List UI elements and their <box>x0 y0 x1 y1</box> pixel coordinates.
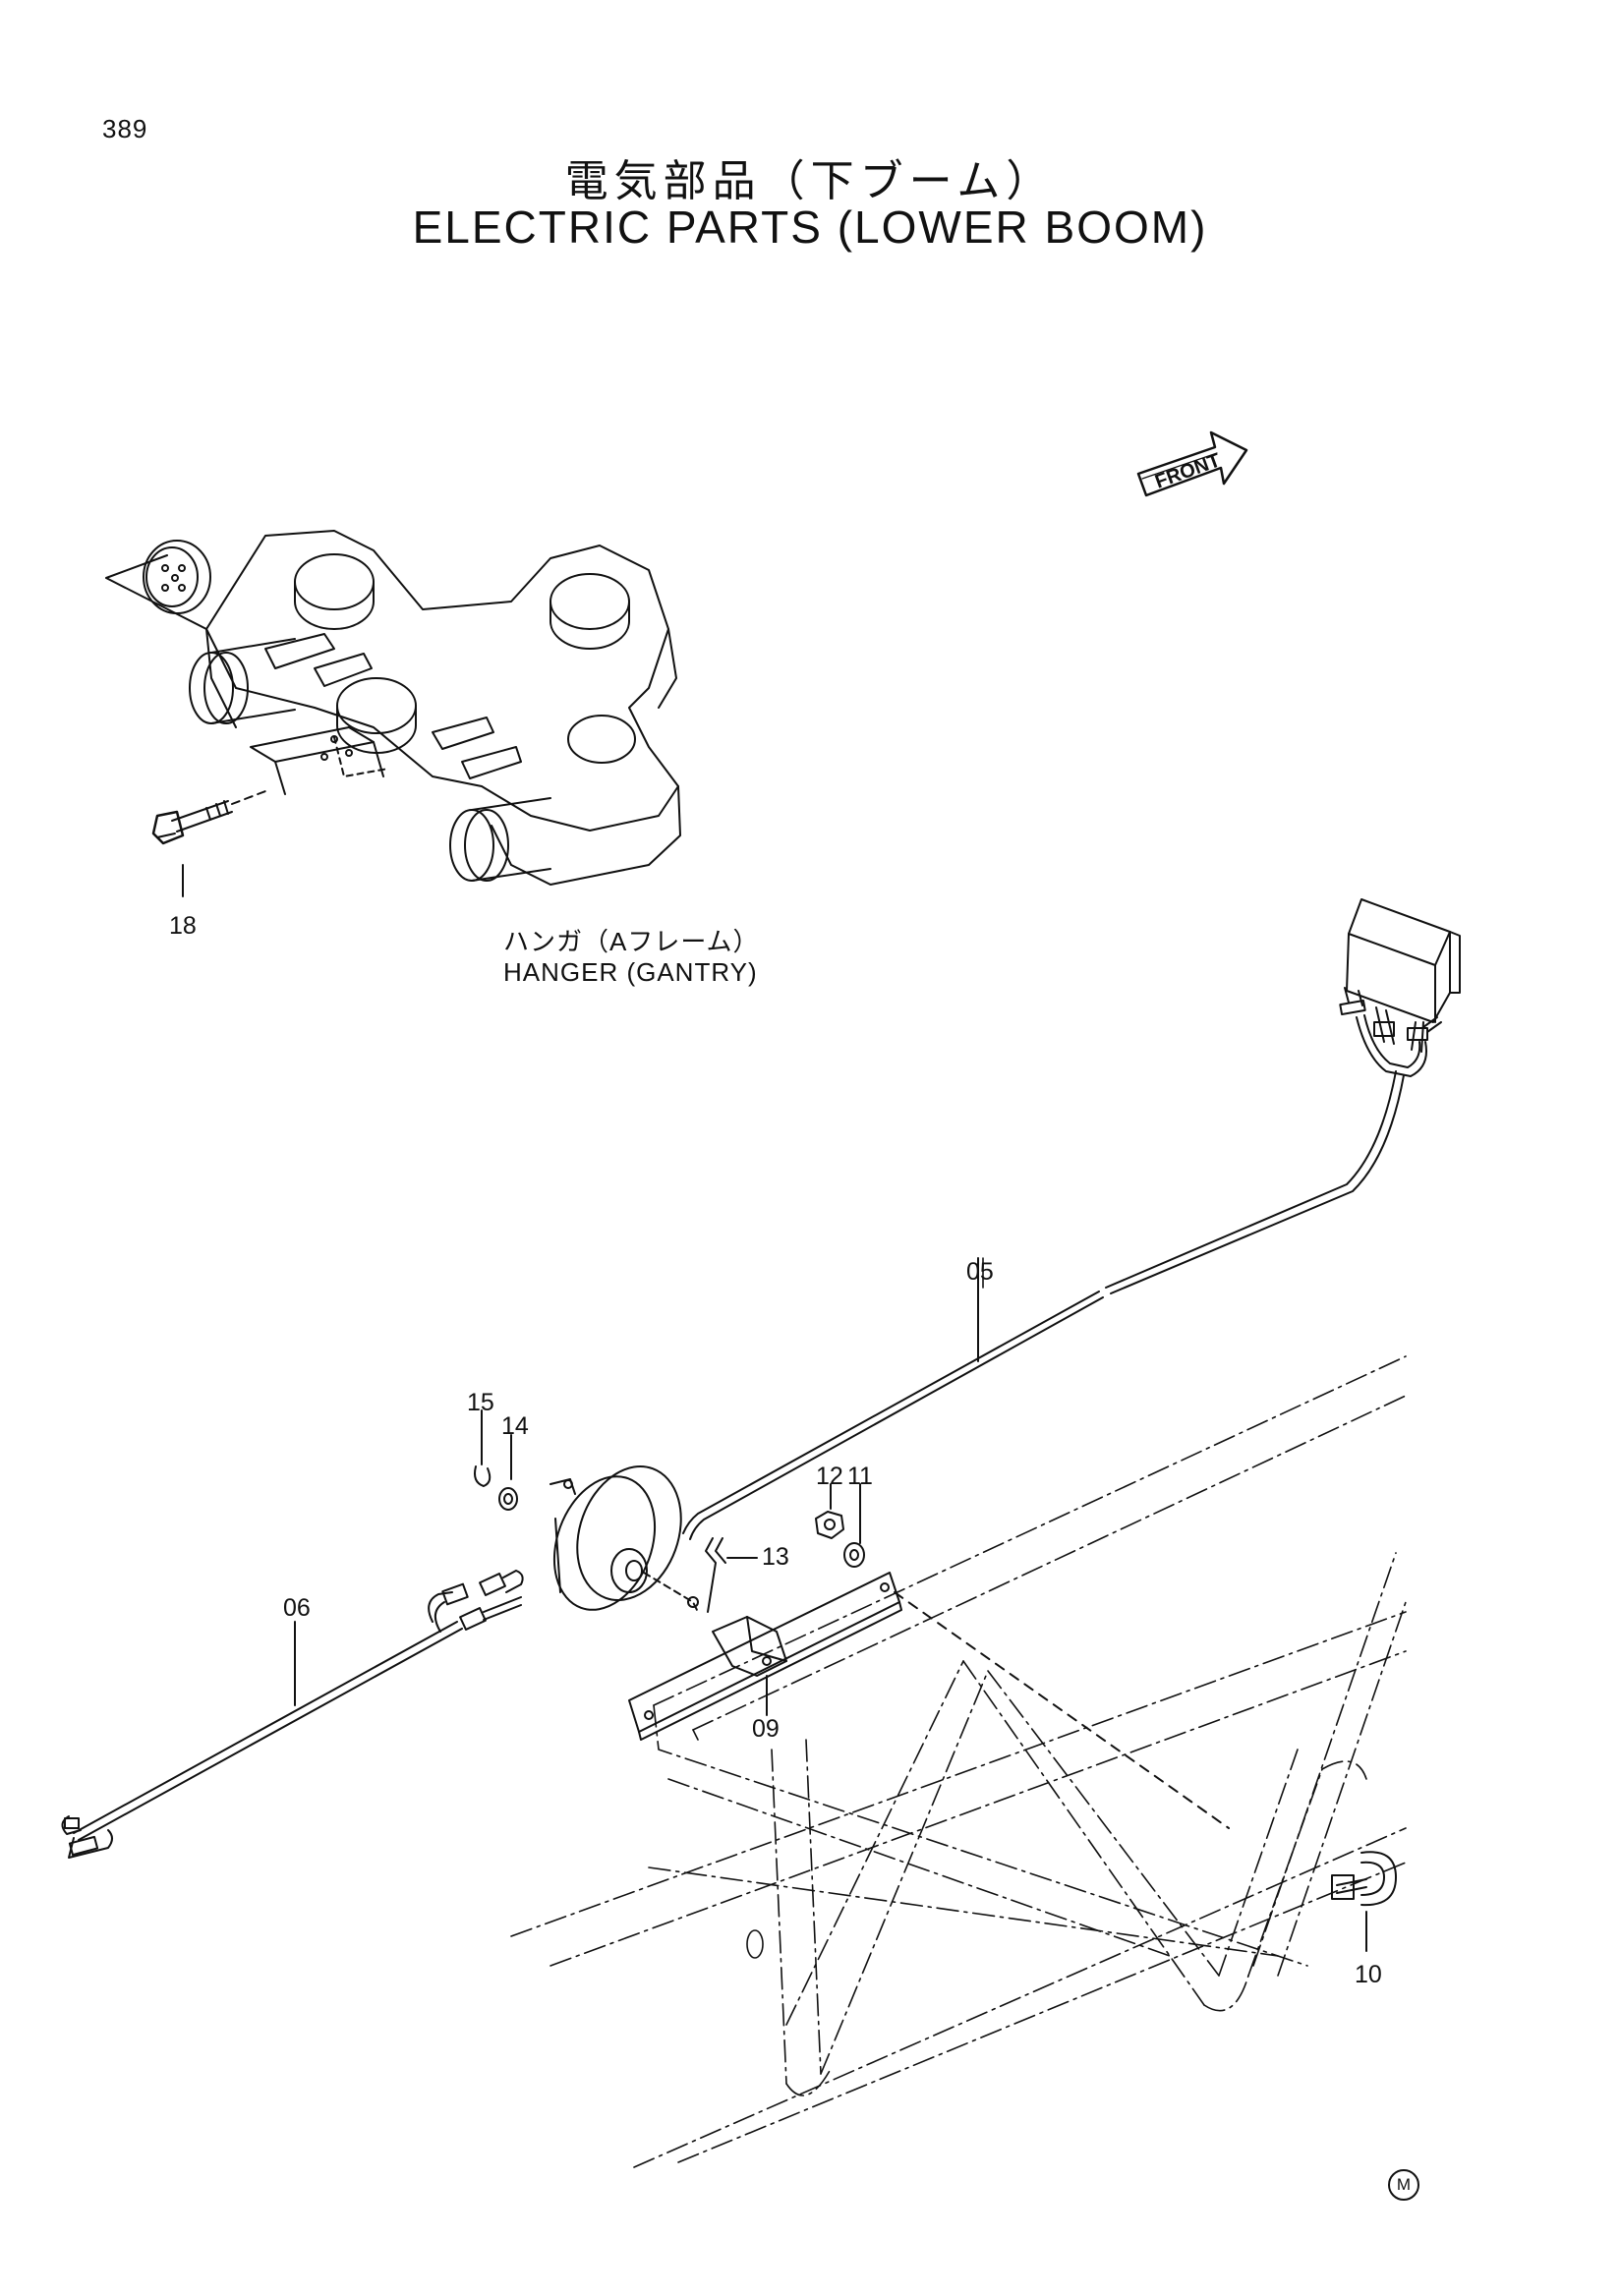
manufacturer-mark: M <box>1388 2169 1419 2201</box>
washer-11-icon <box>843 1483 865 1568</box>
callout-14: 14 <box>501 1412 529 1440</box>
page-title-japanese: 電気部品（下ブーム） <box>564 156 1056 206</box>
cable-05-icon <box>682 1070 1405 1540</box>
callout-13: 13 <box>762 1543 789 1571</box>
callout-18: 18 <box>169 912 197 940</box>
page-title-english: ELECTRIC PARTS (LOWER BOOM) <box>412 201 1208 253</box>
page-number: 389 <box>102 114 148 144</box>
nut-12-icon <box>815 1483 844 1539</box>
hanger-assembly-illustration <box>105 530 681 897</box>
callout-10: 10 <box>1355 1961 1382 1988</box>
callout-09: 09 <box>752 1715 780 1743</box>
connector-box-illustration <box>1339 898 1461 1077</box>
lower-boom-lattice <box>510 1355 1407 2168</box>
horn-icon <box>550 1465 699 1613</box>
hanger-caption-japanese: ハンガ（Aフレーム） <box>503 927 760 956</box>
bolt-13-icon <box>705 1537 758 1613</box>
callout-12: 12 <box>816 1463 843 1490</box>
bracket-09-icon <box>628 1572 1230 1829</box>
cotter-pin-15-icon <box>474 1409 492 1487</box>
callout-06: 06 <box>283 1594 311 1622</box>
u-bolt-10-icon <box>1331 1851 1397 1952</box>
bolt-18-icon <box>151 790 266 897</box>
callout-11: 11 <box>847 1463 873 1490</box>
callout-05: 05 <box>966 1258 994 1286</box>
washer-14-icon <box>498 1434 518 1511</box>
callout-15: 15 <box>467 1389 494 1416</box>
front-arrow-icon: FRONT <box>1136 430 1248 497</box>
hanger-caption-english: HANGER (GANTRY) <box>503 957 758 987</box>
cable-06-icon <box>61 1570 524 1859</box>
